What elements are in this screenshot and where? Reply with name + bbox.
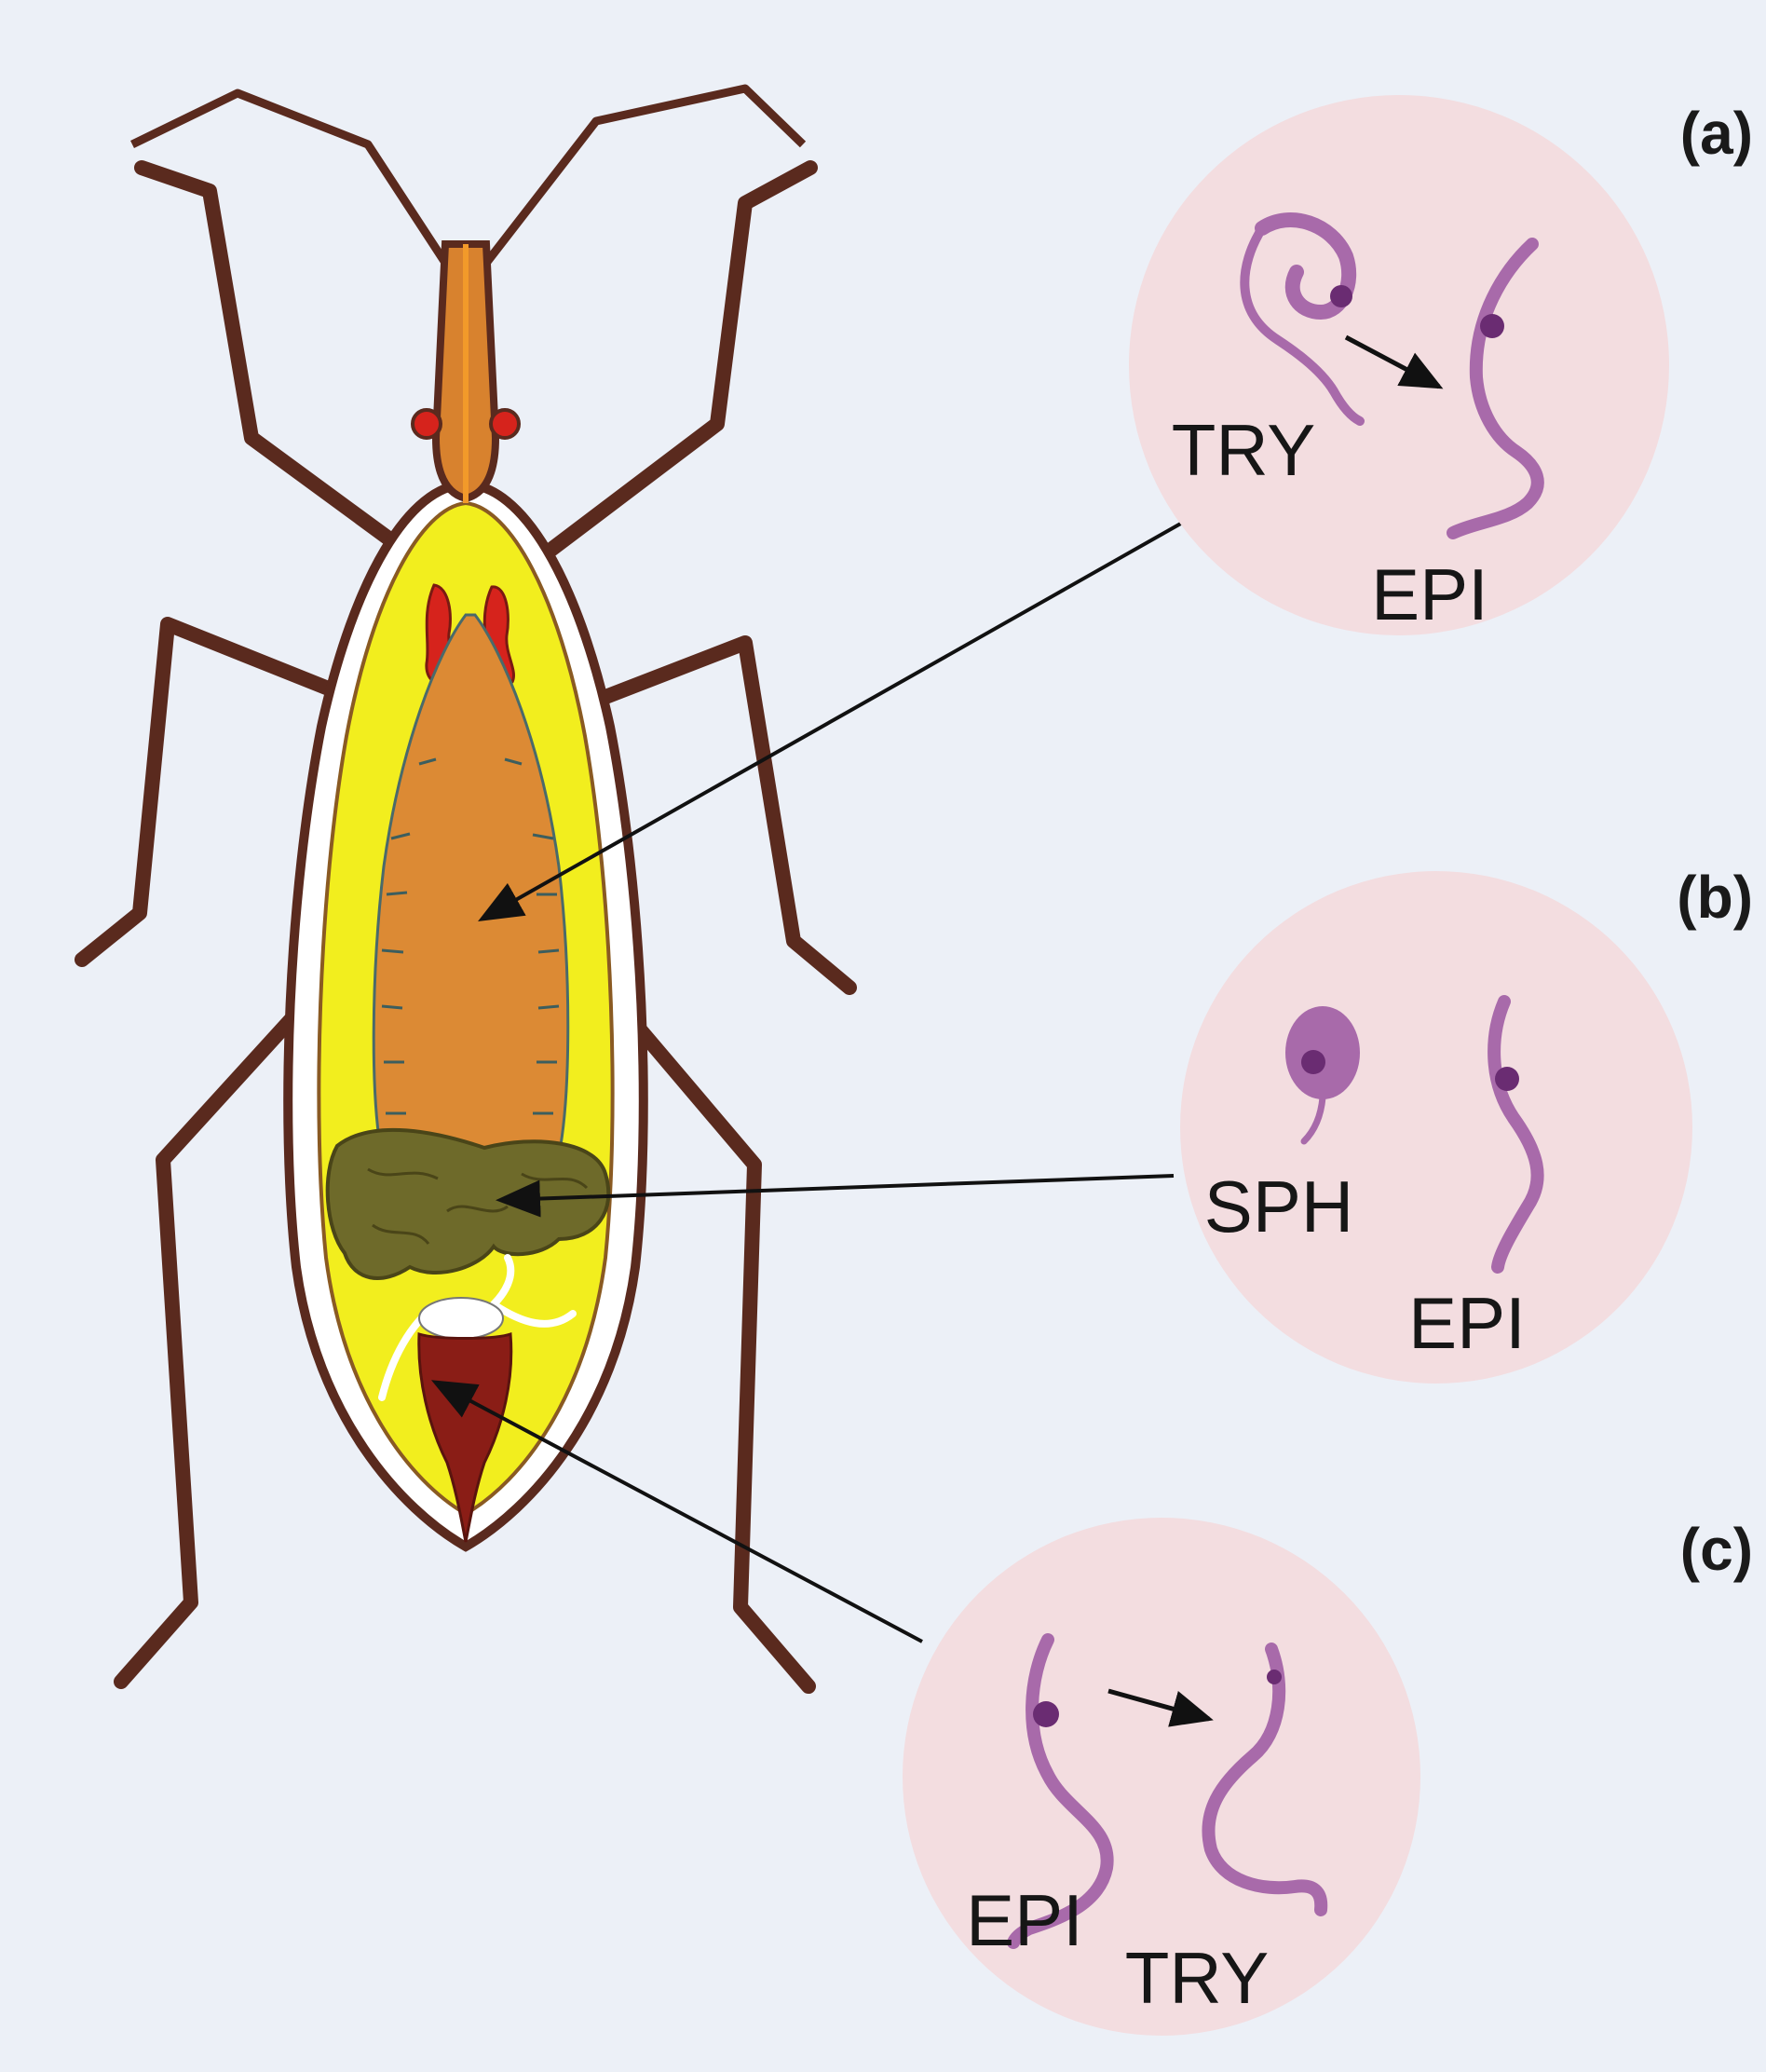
panel-b-label-left: SPH	[1204, 1166, 1353, 1247]
panel-a-label-right: EPI	[1371, 553, 1488, 635]
panel-c-label-left: EPI	[966, 1879, 1083, 1961]
panel-a-letter: (a)	[1680, 100, 1753, 167]
panel-b-label-right: EPI	[1408, 1282, 1526, 1364]
panel-c-label-right: TRY	[1125, 1937, 1270, 2019]
left-eye	[413, 410, 441, 438]
panel-a-label-left: TRY	[1172, 409, 1316, 491]
hindgut-junction	[419, 1298, 503, 1339]
panel-c-letter: (c)	[1680, 1516, 1753, 1583]
right-eye	[491, 410, 519, 438]
panel-b-letter: (b)	[1677, 864, 1753, 931]
